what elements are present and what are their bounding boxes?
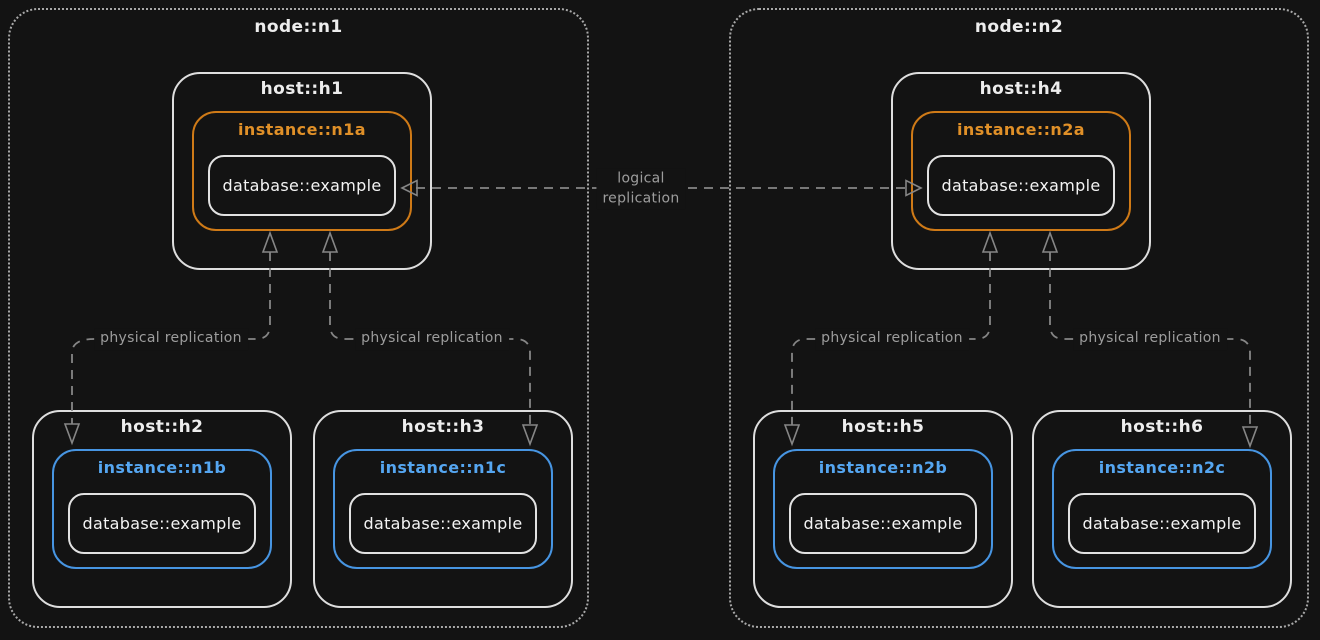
- host-h1-title: host::h1: [260, 79, 344, 99]
- instance-n1a-box: instance::n1a database::example: [192, 111, 412, 231]
- host-h4-box: host::h4 instance::n2a database::example: [891, 72, 1151, 270]
- instance-n2b-title: instance::n2b: [818, 458, 948, 477]
- instance-n2b-box: instance::n2b database::example: [773, 449, 993, 569]
- database-box-h3: database::example: [349, 493, 537, 554]
- host-h2-title: host::h2: [120, 417, 204, 437]
- database-box-h6: database::example: [1068, 493, 1256, 554]
- instance-n1c-box: instance::n1c database::example: [333, 449, 553, 569]
- database-label-h1: database::example: [222, 176, 382, 195]
- instance-n1c-title: instance::n1c: [379, 458, 507, 477]
- database-label-h4: database::example: [941, 176, 1101, 195]
- database-label-h3: database::example: [363, 514, 523, 533]
- database-label-h5: database::example: [803, 514, 963, 533]
- node-n2-box: node::n2: [729, 8, 1309, 628]
- host-h5-title: host::h5: [841, 417, 925, 437]
- database-label-h2: database::example: [82, 514, 242, 533]
- instance-n2c-box: instance::n2c database::example: [1052, 449, 1272, 569]
- instance-n2a-box: instance::n2a database::example: [911, 111, 1131, 231]
- database-box-h1: database::example: [208, 155, 396, 216]
- physical-replication-label-h2: physical replication: [94, 328, 248, 350]
- physical-replication-label-h5: physical replication: [815, 328, 969, 350]
- physical-replication-label-h6: physical replication: [1073, 328, 1227, 350]
- instance-n2a-title: instance::n2a: [957, 120, 1085, 139]
- physical-replication-label-h3: physical replication: [355, 328, 509, 350]
- database-box-h4: database::example: [927, 155, 1115, 216]
- instance-n1b-box: instance::n1b database::example: [52, 449, 272, 569]
- host-h3-title: host::h3: [401, 417, 485, 437]
- database-box-h5: database::example: [789, 493, 977, 554]
- instance-n1b-title: instance::n1b: [97, 458, 227, 477]
- node-n1-box: node::n1: [8, 8, 589, 628]
- host-h2-box: host::h2 instance::n1b database::example: [32, 410, 292, 608]
- host-h4-title: host::h4: [979, 79, 1063, 99]
- database-label-h6: database::example: [1082, 514, 1242, 533]
- logical-replication-label: logical replication: [596, 168, 686, 210]
- host-h5-box: host::h5 instance::n2b database::example: [753, 410, 1013, 608]
- host-h3-box: host::h3 instance::n1c database::example: [313, 410, 573, 608]
- instance-n1a-title: instance::n1a: [238, 120, 366, 139]
- host-h1-box: host::h1 instance::n1a database::example: [172, 72, 432, 270]
- host-h6-title: host::h6: [1120, 417, 1204, 437]
- instance-n2c-title: instance::n2c: [1098, 458, 1226, 477]
- database-box-h2: database::example: [68, 493, 256, 554]
- host-h6-box: host::h6 instance::n2c database::example: [1032, 410, 1292, 608]
- node-n2-title: node::n2: [974, 17, 1064, 37]
- node-n1-title: node::n1: [254, 17, 343, 37]
